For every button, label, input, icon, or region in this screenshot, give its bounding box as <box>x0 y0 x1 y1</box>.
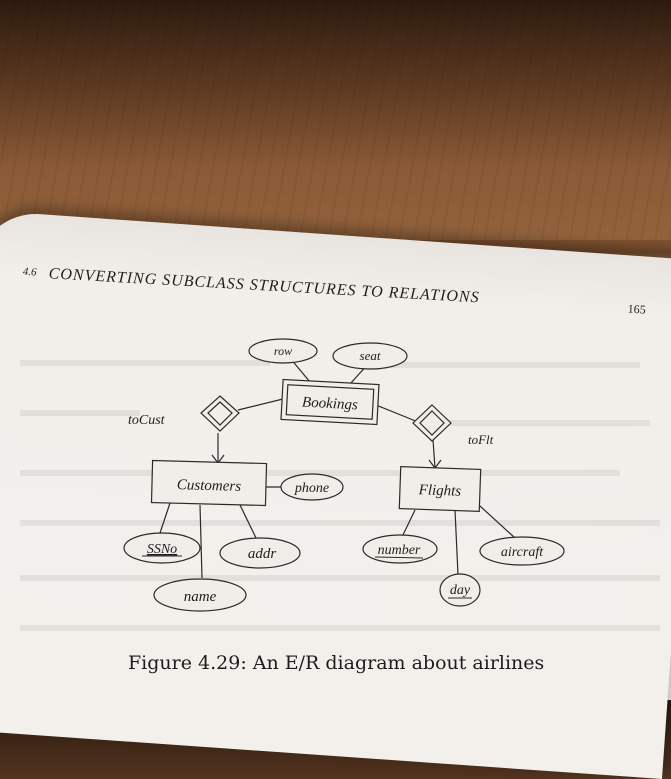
relationship-toflt: toFlt <box>412 404 494 447</box>
svg-text:addr: addr <box>248 546 277 562</box>
svg-text:seat: seat <box>360 348 381 363</box>
attribute-ssno: SSNo <box>123 532 201 564</box>
svg-text:SSNo: SSNo <box>147 542 177 557</box>
attribute-seat: seat <box>332 342 408 370</box>
attribute-row: row <box>248 338 318 364</box>
svg-text:aircraft: aircraft <box>501 545 544 560</box>
svg-text:name: name <box>184 589 217 605</box>
entity-flights: Flights <box>398 465 482 513</box>
wooden-desk-background <box>0 0 671 240</box>
svg-text:number: number <box>378 543 421 558</box>
section-title: CONVERTING SUBCLASS STRUCTURES TO RELATI… <box>48 265 480 306</box>
weak-entity-bookings: Bookings <box>280 378 380 426</box>
er-diagram: 4.6 CONVERTING SUBCLASS STRUCTURES TO RE… <box>20 265 660 631</box>
svg-text:phone: phone <box>294 481 329 496</box>
section-number: 4.6 <box>22 266 37 279</box>
entity-customers: Customers <box>150 459 268 507</box>
page-number: 165 <box>627 302 646 317</box>
attribute-aircraft: aircraft <box>479 536 565 566</box>
svg-text:row: row <box>274 344 292 358</box>
relationship-tocust: toCust <box>128 395 240 432</box>
attribute-addr: addr <box>219 537 301 569</box>
attribute-number: number <box>362 534 438 564</box>
attribute-phone: phone <box>280 473 344 501</box>
attribute-day: day <box>439 573 481 607</box>
bleed-through-text <box>20 360 660 631</box>
tocust-label: toCust <box>128 413 166 428</box>
svg-text:Bookings: Bookings <box>302 395 359 414</box>
toflt-label: toFlt <box>468 432 494 447</box>
svg-text:Customers: Customers <box>177 477 242 495</box>
attribute-name: name <box>153 578 247 612</box>
svg-text:Flights: Flights <box>417 482 461 500</box>
svg-text:day: day <box>450 583 471 598</box>
figure-caption: Figure 4.29: An E/R diagram about airlin… <box>128 652 545 674</box>
